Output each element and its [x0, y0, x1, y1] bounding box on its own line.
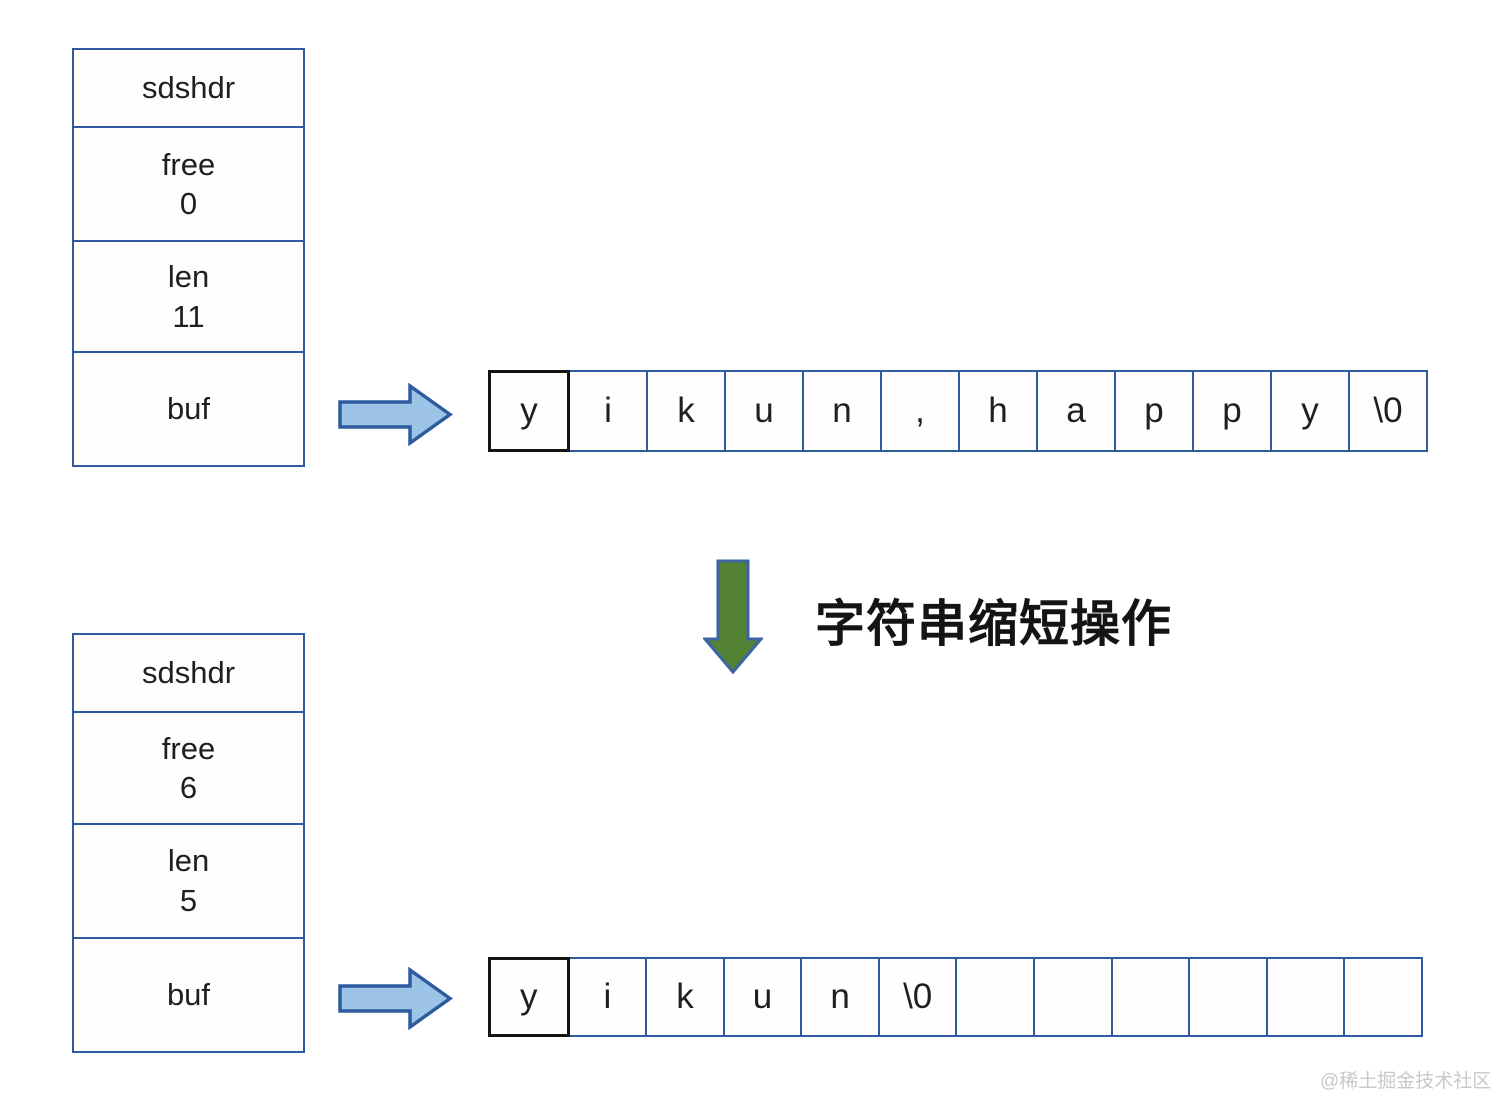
struct-field-len: len 5 — [74, 823, 303, 938]
field-value: 6 — [179, 770, 198, 806]
char-cell: y — [488, 957, 570, 1037]
field-value: 5 — [179, 883, 198, 919]
right-arrow-icon — [338, 967, 453, 1030]
char-cell: u — [724, 370, 804, 452]
char-cell: \0 — [877, 957, 958, 1037]
char-cell: i — [567, 957, 648, 1037]
char-cell: y — [1270, 370, 1350, 452]
char-cell: p — [1114, 370, 1194, 452]
struct-field-free: free 6 — [74, 711, 303, 824]
char-cell: n — [800, 957, 880, 1037]
field-label: buf — [166, 977, 211, 1013]
sdshdr-struct-before: sdshdr free 0 len 11 buf — [72, 48, 305, 467]
struct-field-buf: buf — [74, 937, 303, 1051]
struct-field-sdshdr: sdshdr — [74, 50, 303, 127]
watermark: @稀土掘金技术社区 — [1320, 1071, 1492, 1092]
field-label: len — [167, 843, 210, 879]
char-cell — [955, 957, 1036, 1037]
sdshdr-struct-after: sdshdr free 6 len 5 buf — [72, 633, 305, 1053]
char-cell — [1188, 957, 1268, 1037]
char-cell: n — [802, 370, 882, 452]
char-cell: h — [958, 370, 1038, 452]
char-array-before: y i k u n , h a p p y \0 — [488, 370, 1428, 452]
char-cell: y — [488, 370, 570, 452]
struct-field-buf: buf — [74, 351, 303, 465]
right-arrow-icon — [338, 383, 453, 446]
field-value: 0 — [179, 186, 198, 222]
char-cell — [1343, 957, 1423, 1037]
char-cell: a — [1036, 370, 1116, 452]
char-cell — [1033, 957, 1113, 1037]
char-cell: k — [646, 370, 726, 452]
field-value: 11 — [172, 298, 205, 334]
char-cell: p — [1192, 370, 1272, 452]
char-array-after: y i k u n \0 — [488, 957, 1423, 1037]
field-label: len — [167, 258, 210, 294]
struct-field-free: free 0 — [74, 126, 303, 241]
field-label: free — [161, 730, 216, 766]
struct-field-len: len 11 — [74, 240, 303, 352]
char-cell: \0 — [1348, 370, 1428, 452]
char-cell: , — [880, 370, 960, 452]
field-label: buf — [166, 391, 211, 427]
char-cell: u — [722, 957, 803, 1037]
transition-label: 字符串缩短操作 — [815, 596, 1172, 652]
char-cell: i — [568, 370, 648, 452]
char-cell: k — [645, 957, 725, 1037]
down-arrow-icon — [703, 559, 763, 675]
field-label: sdshdr — [141, 655, 236, 691]
char-cell — [1110, 957, 1191, 1037]
field-label: free — [161, 146, 216, 182]
field-label: sdshdr — [141, 70, 236, 106]
struct-field-sdshdr: sdshdr — [74, 635, 303, 712]
char-cell — [1265, 957, 1346, 1037]
